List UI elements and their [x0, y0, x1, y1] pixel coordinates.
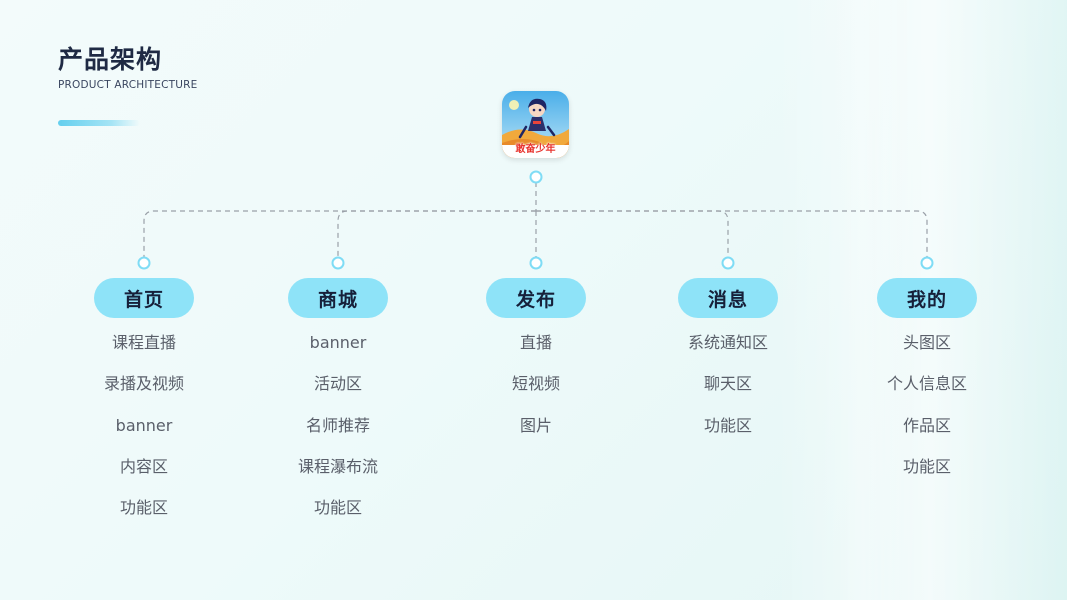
- category-item[interactable]: 短视频: [511, 374, 560, 394]
- category-pill[interactable]: 商城: [288, 278, 388, 318]
- branch-connector-line: [143, 210, 536, 258]
- category-item[interactable]: 功能区: [902, 456, 951, 476]
- category-item[interactable]: banner: [309, 333, 367, 352]
- category-pill[interactable]: 消息: [678, 278, 778, 318]
- category-item[interactable]: 图片: [519, 415, 552, 435]
- branch-connector-line: [536, 210, 928, 258]
- category-item[interactable]: 作品区: [902, 415, 951, 435]
- category-pill[interactable]: 发布: [486, 278, 586, 318]
- category-item[interactable]: 系统通知区: [687, 333, 768, 352]
- branch-connector-line: [536, 210, 729, 258]
- category-item[interactable]: 功能区: [313, 498, 362, 518]
- category-item[interactable]: 课程瀑布流: [297, 456, 378, 476]
- app-logo-icon: 敢奋少年: [502, 91, 569, 158]
- category-item[interactable]: 个人信息区: [886, 374, 967, 394]
- category-item-list: 头图区个人信息区作品区功能区: [847, 329, 1007, 494]
- title-accent-bar: [58, 120, 140, 126]
- branch-node-dot: [721, 256, 735, 270]
- category-item[interactable]: 名师推荐: [305, 415, 370, 435]
- category-item[interactable]: 直播: [519, 333, 552, 352]
- category-item[interactable]: 头图区: [902, 333, 951, 352]
- branch-node-dot: [529, 256, 543, 270]
- branch-connector-line: [337, 210, 536, 258]
- page-title: 产品架构: [58, 45, 163, 74]
- category-item[interactable]: 聊天区: [703, 374, 752, 394]
- category-item-list: 直播短视频图片: [456, 329, 616, 453]
- category-item-list: 系统通知区聊天区功能区: [648, 329, 808, 453]
- category-pill[interactable]: 首页: [94, 278, 194, 318]
- category-item-list: banner 活动区名师推荐课程瀑布流功能区: [258, 329, 418, 535]
- branch-node-dot: [137, 256, 151, 270]
- category-item[interactable]: 功能区: [703, 415, 752, 435]
- root-node-dot: [529, 170, 543, 184]
- category-item[interactable]: 内容区: [119, 456, 168, 476]
- category-item-list: 课程直播录播及视频 banner 内容区功能区: [64, 329, 224, 535]
- category-item[interactable]: 功能区: [119, 498, 168, 518]
- category-item[interactable]: 录播及视频: [103, 374, 184, 394]
- category-pill[interactable]: 我的: [877, 278, 977, 318]
- branch-node-dot: [920, 256, 934, 270]
- app-logo-label: 敢奋少年: [515, 144, 556, 155]
- category-item[interactable]: banner: [115, 415, 173, 435]
- category-item[interactable]: 活动区: [313, 374, 362, 394]
- branch-node-dot: [331, 256, 345, 270]
- app-logo-artwork: [502, 91, 569, 158]
- page-subtitle: PRODUCT ARCHITECTURE: [58, 79, 198, 91]
- category-item[interactable]: 课程直播: [111, 333, 176, 352]
